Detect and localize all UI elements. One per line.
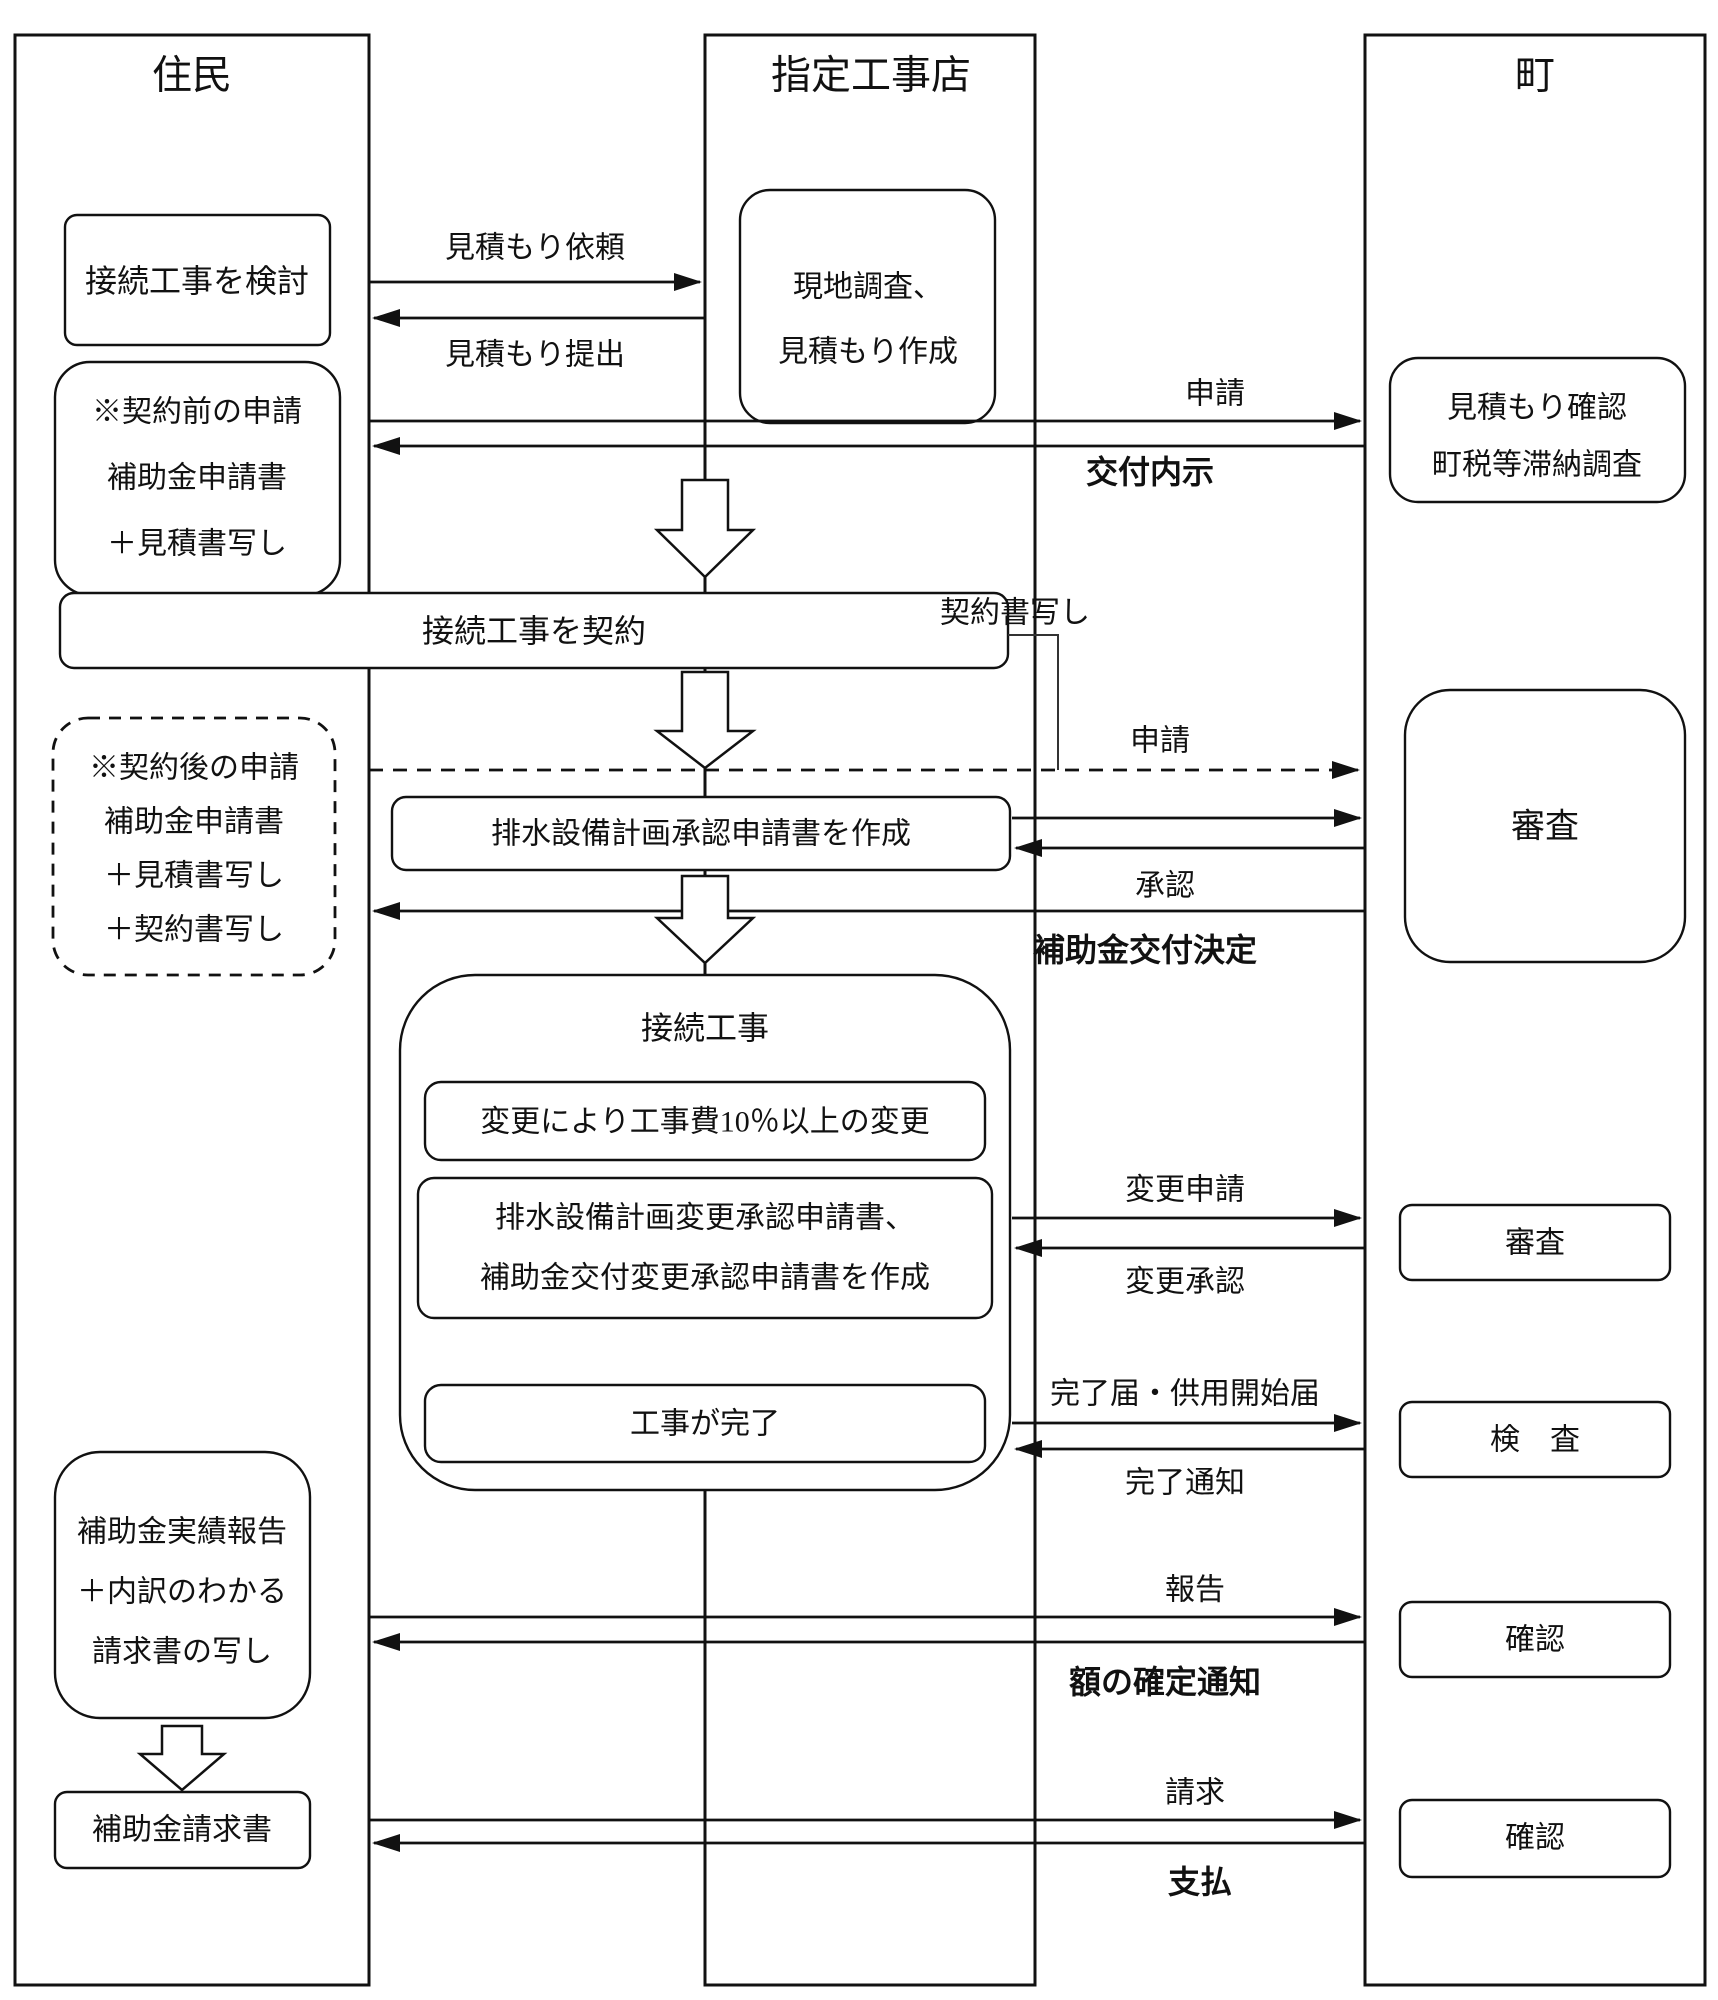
box-subsidy-report-line1: 補助金実績報告 [77, 1516, 287, 1549]
label-contract-copy: 契約書写し [940, 597, 1090, 630]
box-confirm-1-label: 確認 [1505, 1624, 1565, 1657]
label-payment: 支払 [1168, 1864, 1232, 1900]
label-application2: 申請 [1130, 725, 1190, 758]
box-inspection-label: 検 査 [1490, 1424, 1580, 1457]
box-site-survey-line1: 現地調査、 [793, 271, 943, 304]
box-contract-connection-work-label: 接続工事を契約 [422, 613, 646, 649]
box-pre-contract-line2: 補助金申請書 [107, 462, 287, 495]
box-subsidy-invoice [53, 1790, 312, 1870]
lane-town [1363, 33, 1707, 1987]
box-review-2-label: 審査 [1505, 1227, 1565, 1260]
label-estimate-submit: 見積もり提出 [445, 339, 625, 372]
box-change-application [416, 1176, 994, 1320]
box-post-contract-line3: ＋見積書写し [104, 860, 284, 893]
connector-contract-copy [1008, 634, 1059, 770]
box-post-contract-line2: 補助金申請書 [104, 806, 284, 839]
box-review-2 [1398, 1203, 1672, 1282]
box-confirm-2 [1398, 1798, 1672, 1879]
label-amount-notice: 額の確定通知 [1069, 1664, 1261, 1700]
label-completion-report: 完了届・供用開始届 [1050, 1378, 1320, 1411]
block-arrow-down-1 [653, 478, 757, 579]
box-post-contract-line1: ※契約後の申請 [89, 752, 299, 785]
box-confirm-1 [1398, 1600, 1672, 1679]
box-estimate-check [1388, 356, 1687, 504]
box-post-contract-application [51, 716, 337, 977]
box-cost-change [423, 1080, 987, 1162]
lane-header-contractor: 指定工事店 [771, 53, 971, 98]
box-estimate-check-line1: 見積もり確認 [1447, 392, 1627, 425]
label-report: 報告 [1165, 1574, 1225, 1607]
box-estimate-check-line2: 町税等滞納調査 [1432, 449, 1642, 482]
box-site-survey [738, 188, 997, 425]
block-arrow-down-4 [136, 1724, 228, 1792]
box-subsidy-report-line3: 請求書の写し [92, 1636, 272, 1669]
label-grant-decision: 補助金交付決定 [1033, 932, 1257, 968]
block-arrow-down-3 [653, 874, 757, 965]
lane-resident [13, 33, 371, 1987]
box-contract-connection-work [58, 591, 1010, 670]
box-site-survey-line2: 見積もり作成 [778, 336, 958, 369]
label-change-approval: 変更承認 [1125, 1266, 1245, 1299]
label-change-request: 変更申請 [1125, 1174, 1245, 1207]
box-inspection [1398, 1400, 1672, 1479]
box-work-complete [423, 1383, 987, 1464]
block-arrow-down-2 [653, 670, 757, 770]
lane-header-town: 町 [1515, 53, 1555, 98]
box-connection-construction-label: 接続工事 [641, 1010, 769, 1046]
box-review-label: 審査 [1511, 808, 1579, 846]
label-completion-notice: 完了通知 [1125, 1467, 1245, 1500]
box-confirm-2-label: 確認 [1505, 1822, 1565, 1855]
box-review [1403, 688, 1687, 964]
box-drainage-plan-application [390, 795, 1012, 872]
box-consider-connection-work [63, 213, 332, 347]
box-subsidy-invoice-label: 補助金請求書 [92, 1814, 272, 1847]
box-change-application-line1: 排水設備計画変更承認申請書、 [495, 1202, 915, 1235]
lane-header-resident: 住民 [152, 53, 232, 98]
box-consider-connection-work-label: 接続工事を検討 [85, 263, 309, 299]
box-pre-contract-line1: ※契約前の申請 [92, 396, 302, 429]
box-change-application-line2: 補助金交付変更承認申請書を作成 [480, 1262, 930, 1295]
box-cost-change-label: 変更により工事費10％以上の変更 [480, 1106, 929, 1139]
label-billing: 請求 [1165, 1777, 1225, 1810]
label-application: 申請 [1185, 378, 1245, 411]
box-pre-contract-line3: ＋見積書写し [107, 528, 287, 561]
label-estimate-request: 見積もり依頼 [445, 232, 625, 265]
box-work-complete-label: 工事が完了 [630, 1408, 780, 1441]
box-subsidy-report-line2: ＋内訳のわかる [77, 1576, 287, 1609]
box-post-contract-line4: ＋契約書写し [104, 914, 284, 947]
box-drainage-plan-label: 排水設備計画承認申請書を作成 [491, 818, 911, 851]
label-grant-notice: 交付内示 [1086, 454, 1214, 490]
label-approval: 承認 [1135, 870, 1195, 903]
box-subsidy-report [53, 1450, 312, 1720]
